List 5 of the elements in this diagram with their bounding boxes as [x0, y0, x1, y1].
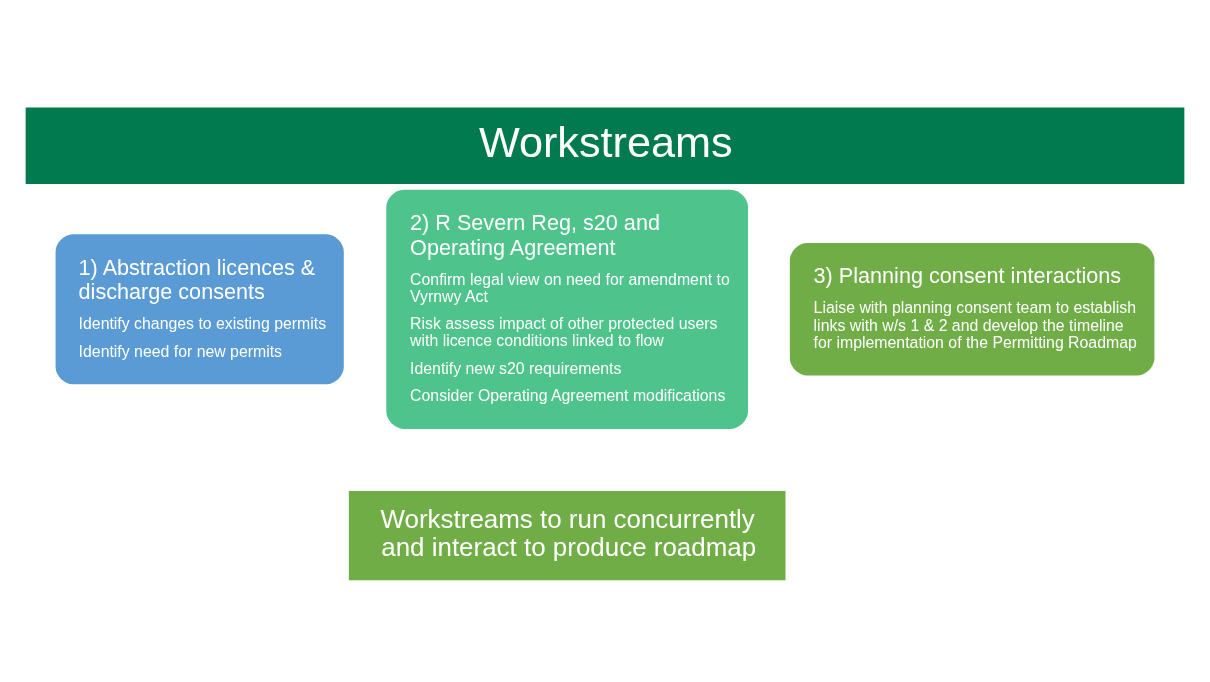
- node-box: 1) Abstraction licences & discharge consents Identify changes to existing permits Identify need for new permits: [55, 234, 344, 385]
- node-box: 3) Planning consent interactions Liaise with planning consent team to establish links with w/s 1 & 2 and develop the timeline for implementation of the Permitting Roadmap: [789, 243, 1155, 376]
- diagram-title: Workstreams: [478, 118, 733, 167]
- node-box: 2) R Severn Reg, s20 and Operating Agreement Confirm legal view on need for amendment to Vyrnwy Act Risk assess impact of other protected users with licence conditions linked to flow Identify new s20 requirements Consider Operating Agreement modifications: [386, 189, 749, 429]
- node-box: Workstreams to run concurrently and interact to produce roadmap: [348, 490, 786, 581]
